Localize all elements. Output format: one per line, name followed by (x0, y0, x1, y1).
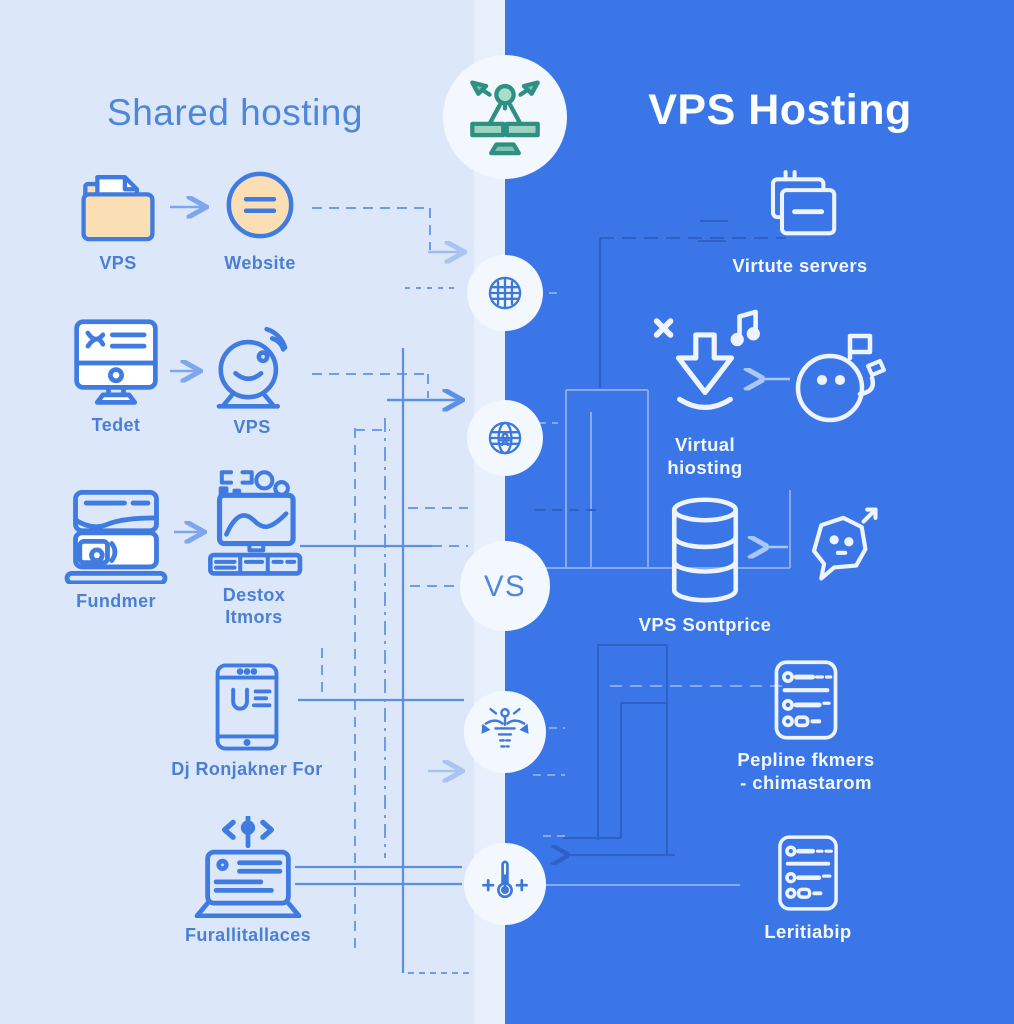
item-label: Pepline fkmers - chimastarom (737, 749, 875, 793)
tablet-icon (215, 663, 279, 751)
left-item-destox: Destox Itmors (192, 470, 316, 629)
vs-badge: VS (460, 541, 550, 631)
left-item-website: Website (212, 164, 308, 275)
code-laptop-icon (194, 816, 302, 918)
right-item-vps-sontprice: VPS Sontprice (620, 495, 790, 637)
scales-icon (470, 80, 540, 156)
globe-grid-icon (488, 276, 522, 310)
laptop-icon (64, 489, 168, 584)
thermometer-icon (482, 860, 528, 899)
download-arrow-icon (653, 309, 760, 411)
left-title: Shared hosting (107, 92, 363, 133)
right-item-leritiabip: Leritiabip (708, 832, 908, 944)
left-item-ronjakner: Dj Ronjakner For (157, 662, 337, 781)
piggy-bank-icon (795, 333, 886, 423)
left-item-fundmer: Fundmer (58, 486, 174, 613)
globe-badge (467, 255, 543, 331)
globe-detail-icon (488, 421, 522, 455)
speech-bubble-icon (811, 507, 878, 581)
antenna-badge (464, 691, 546, 773)
item-label: Fundmer (76, 591, 156, 611)
item-label: Virtual hiosting (667, 434, 743, 478)
checklist-icon (774, 660, 838, 740)
left-item-tedet: Tedet (64, 318, 168, 437)
scales-badge (443, 55, 567, 179)
piggy-bank-wrap (788, 328, 888, 432)
vs-label: VS (484, 570, 526, 603)
left-item-furallitallaces: Furallitallaces (163, 816, 333, 947)
item-label: Dj Ronjakner For (171, 759, 323, 779)
item-label: Tedet (91, 415, 141, 435)
left-item-webcam: VPS (202, 320, 302, 439)
servers-icon (770, 170, 837, 236)
checklist-icon-2 (778, 835, 838, 911)
thermometer-badge (464, 843, 546, 925)
database-icon (671, 497, 739, 603)
speech-bubble-wrap (790, 505, 882, 595)
website-icon (226, 171, 294, 239)
item-label: VPS Sontprice (638, 614, 772, 635)
right-title: VPS Hosting (648, 86, 912, 134)
right-item-virtute-servers: Virtute servers (700, 170, 900, 278)
right-item-virtual-hosting: Virtual hiosting (630, 305, 780, 479)
item-label: VPS (99, 253, 137, 273)
item-label: Destox Itmors (222, 585, 286, 627)
right-item-pepline: Pepline fkmers - chimastarom (706, 658, 906, 794)
monitor-icon (74, 319, 158, 405)
antenna-icon (481, 708, 529, 748)
webcam-icon (216, 326, 288, 409)
item-label: Leritiabip (764, 921, 852, 942)
item-label: VPS (233, 417, 271, 437)
desktop-chart-icon (208, 470, 303, 576)
globe-badge-2 (467, 400, 543, 476)
item-label: Website (224, 253, 296, 273)
item-label: Furallitallaces (184, 925, 312, 945)
folder-icon (81, 175, 155, 242)
left-item-vps-folder: VPS (70, 172, 166, 275)
item-label: Virtute servers (732, 255, 868, 276)
right-background (505, 0, 1014, 1024)
